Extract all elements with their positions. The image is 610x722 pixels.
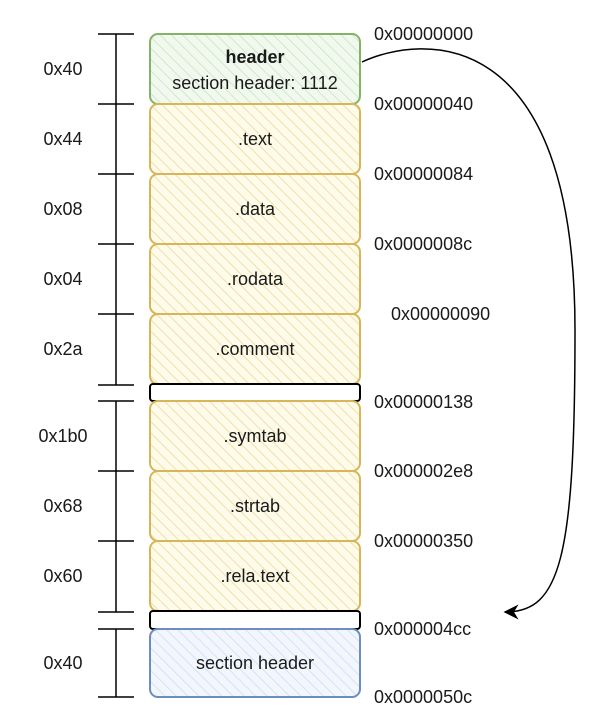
section-strtab: .strtab xyxy=(149,470,361,542)
size-label: 0x08 xyxy=(43,199,82,219)
elf-header-box xyxy=(149,33,361,105)
address-column: 0x00000000 0x00000040 0x00000084 0x00000… xyxy=(374,24,490,707)
address-label: 0x00000000 xyxy=(374,24,473,44)
section-header-table: section header xyxy=(149,628,361,698)
size-label: 0x60 xyxy=(43,566,82,586)
address-label: 0x00000084 xyxy=(374,164,473,184)
elf-header-block: header section header: 1112 xyxy=(149,33,361,105)
address-label: 0x00000040 xyxy=(374,94,473,114)
section-label: .rela.text xyxy=(220,566,289,586)
address-label: 0x000004cc xyxy=(374,619,471,639)
size-label: 0x68 xyxy=(43,496,82,516)
elf-header-subtitle: section header: 1112 xyxy=(172,73,337,93)
section-label: .rodata xyxy=(227,269,284,289)
section-rela-text: .rela.text xyxy=(149,540,361,612)
address-label: 0x00000350 xyxy=(374,531,473,551)
address-label: 0x00000138 xyxy=(374,392,473,412)
section-rodata: .rodata xyxy=(149,243,361,315)
section-padding xyxy=(149,610,361,630)
section-data: .data xyxy=(149,173,361,245)
size-label: 0x44 xyxy=(43,129,82,149)
section-symtab: .symtab xyxy=(149,400,361,472)
section-label: .data xyxy=(235,199,276,219)
padding-box xyxy=(149,383,361,402)
elf-header-title: header xyxy=(225,47,284,67)
section-stack: header section header: 1112 .text .data … xyxy=(149,33,361,698)
size-label: 0x1b0 xyxy=(38,426,87,446)
section-header-offset-arrow xyxy=(361,48,576,620)
size-label: 0x2a xyxy=(43,339,83,359)
size-ruler: 0x40 0x44 0x08 0x04 0x2a 0x1b0 0x68 0x60… xyxy=(38,33,134,698)
size-label: 0x04 xyxy=(43,269,82,289)
section-comment: .comment xyxy=(149,313,361,385)
address-label: 0x0000008c xyxy=(374,234,472,254)
section-label: .strtab xyxy=(230,496,280,516)
section-text: .text xyxy=(149,103,361,175)
padding-box xyxy=(149,610,361,630)
section-header-label: section header xyxy=(196,653,314,673)
section-label: .symtab xyxy=(223,426,286,446)
address-label: 0x000002e8 xyxy=(374,461,473,481)
address-label: 0x0000050c xyxy=(374,687,472,707)
address-label: 0x00000090 xyxy=(391,304,490,324)
section-padding xyxy=(149,383,361,402)
size-label: 0x40 xyxy=(43,653,82,673)
section-label: .comment xyxy=(215,339,294,359)
section-label: .text xyxy=(238,129,272,149)
size-label: 0x40 xyxy=(43,59,82,79)
section-header-box xyxy=(149,628,361,698)
